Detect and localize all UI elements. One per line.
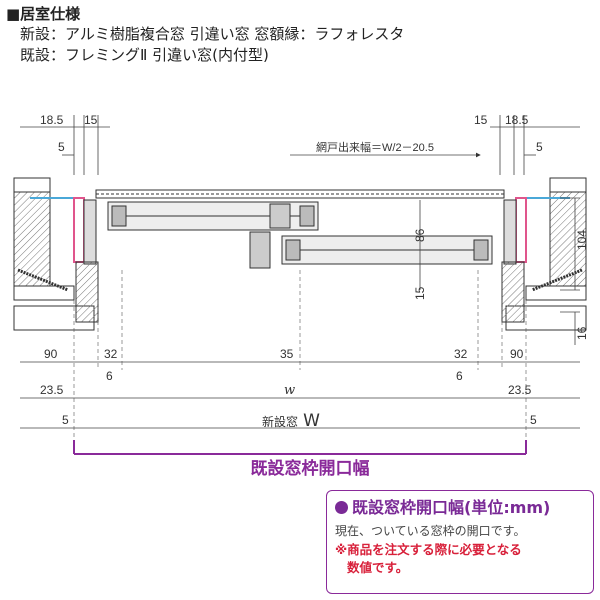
dim-top-left-18-5: 18.5	[40, 113, 64, 127]
dim-left-5: 5	[58, 140, 65, 154]
dim-23-5-right: 23.5	[508, 383, 532, 397]
wall-right	[505, 177, 587, 331]
dim-5-left: 5	[62, 413, 69, 427]
dim-top-left-15: 15	[84, 113, 98, 127]
meeting-rail	[249, 203, 291, 269]
sash-inner	[281, 235, 493, 265]
dim-15-center: 15	[413, 286, 427, 300]
wall-left	[13, 177, 95, 331]
dim-32-left: 32	[104, 347, 118, 361]
vertical-dimensions	[419, 197, 580, 345]
dim-6-right: 6	[456, 369, 463, 383]
note-title: 既設窓枠開口幅(単位:mm)	[335, 497, 585, 519]
existing-window-spec: 既設：フレミングⅡ 引違い窓(内付型)	[20, 46, 269, 64]
top-dimensions	[20, 115, 580, 175]
dim-32-right: 32	[454, 347, 468, 361]
bullet-icon	[335, 501, 348, 514]
dim-90-right: 90	[510, 347, 524, 361]
dim-top-right-15: 15	[474, 113, 488, 127]
dim-top-right-18-5: 18.5	[505, 113, 529, 127]
new-frame-left	[73, 197, 99, 323]
note-description: 現在、ついている窓枠の開口です。	[335, 524, 526, 538]
bottom-dim-lines	[20, 361, 580, 429]
dim-90-left: 90	[44, 347, 58, 361]
note-warning-1: ※商品を注文する際に必要となる	[335, 542, 522, 557]
window-frame-top	[95, 189, 505, 199]
new-frame-right	[501, 197, 527, 323]
dim-w-small: w	[284, 383, 295, 398]
section-title: ■居室仕様	[6, 5, 81, 23]
note-title-text: 既設窓枠開口幅(単位:mm)	[352, 498, 551, 517]
new-window-w-label: 新設窓 W	[262, 411, 320, 431]
header: ■居室仕様 新設：アルミ樹脂複合窓 引違い窓 窓額縁：ラフォレスタ 既設：フレミ…	[6, 4, 596, 66]
vertical-guides	[73, 270, 527, 440]
dim-35: 35	[280, 347, 294, 361]
dim-6-left: 6	[106, 369, 113, 383]
new-window-spec: 新設：アルミ樹脂複合窓 引違い窓 窓額縁：ラフォレスタ	[20, 25, 405, 43]
dim-23-5-left: 23.5	[40, 383, 64, 397]
existing-opening-label: 既設窓枠開口幅	[250, 459, 370, 479]
dim-16: 16	[575, 326, 589, 340]
note-box: 既設窓枠開口幅(単位:mm) 現在、ついている窓枠の開口です。 ※商品を注文する…	[326, 490, 594, 594]
note-warning-2: 数値です。	[347, 560, 409, 575]
existing-opening-dim	[73, 440, 527, 455]
dim-right-5: 5	[536, 140, 543, 154]
dim-104: 104	[575, 230, 589, 250]
dim-screen-width: 網戸出来幅＝W/2－20.5	[316, 140, 434, 154]
dim-86: 86	[413, 228, 427, 242]
dim-5-right: 5	[530, 413, 537, 427]
